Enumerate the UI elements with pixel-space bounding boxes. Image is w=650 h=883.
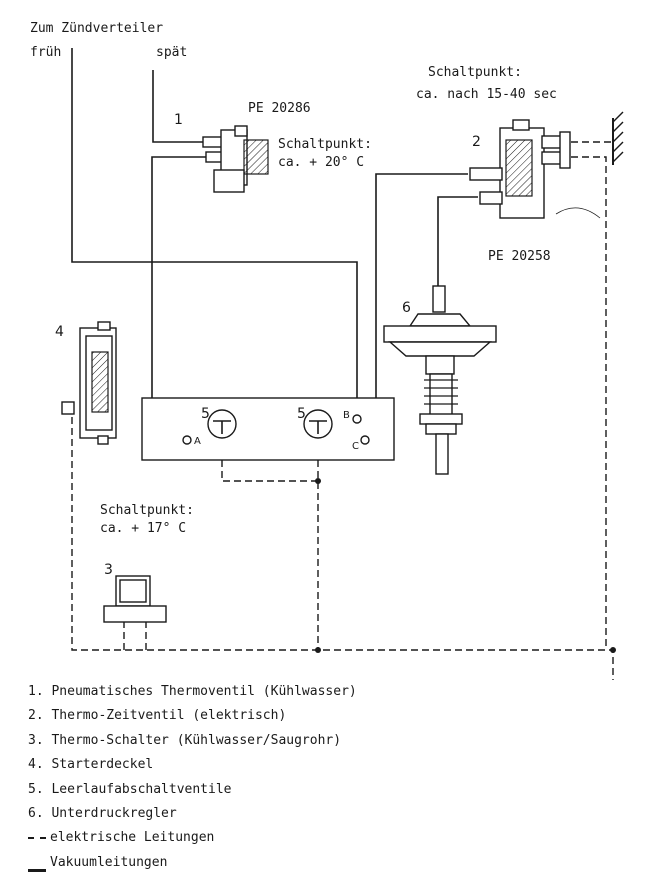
header-early: früh [30,45,61,60]
legend-item: 3. Thermo-Schalter (Kühlwasser/Saugrohr) [28,732,342,748]
legend-vacuum-label: Vakuumleitungen [50,854,168,870]
legend-electric-label: elektrische Leitungen [50,830,215,846]
junction-dot [610,647,616,653]
terminal-a [182,435,192,445]
switch-point-3-value: ca. + 17° C [100,521,186,536]
switch-point-1-title: Schaltpunkt: [278,137,372,152]
terminal-c [360,435,370,445]
part-number-4: 4 [55,324,64,340]
part-number-3: 3 [104,562,113,578]
pe-20258-label: PE 20258 [488,249,551,264]
legend-electric: elektrische Leitungen [28,826,357,850]
junction-dot [315,478,321,484]
part-number-2: 2 [472,134,481,150]
idle-cutoff-valve-5b [303,409,333,439]
solid-line-icon [28,869,46,873]
part-number-6: 6 [402,300,411,316]
terminal-a-label: A [194,436,201,447]
starter-cover-4 [79,321,117,445]
legend-item: 5. Leerlaufabschaltventile [28,781,232,797]
thermo-valve-1 [202,125,269,193]
vacuum-line-regulator [437,196,478,290]
idle-cutoff-valve-5a [207,409,237,439]
vacuum-line-early [71,48,358,413]
switch-point-2-title: Schaltpunkt: [428,65,522,80]
terminal-b [352,414,362,424]
thermo-time-valve-2 [469,119,601,219]
legend-item: 6. Unterdruckregler [28,806,177,822]
legend-vacuum: Vakuumleitungen [28,851,357,875]
part-number-1: 1 [174,112,183,128]
ground-icon [612,111,624,165]
terminal-b-label: B [343,410,350,421]
vacuum-line-late [152,70,205,143]
electric-line-switch3 [123,622,147,650]
legend-item: 1. Pneumatisches Thermoventil (Kühlwasse… [28,684,357,699]
part-number-5a: 5 [201,406,210,422]
junction-dot [315,647,321,653]
terminal-c-label: C [352,441,359,452]
legend-item: 4. Starterdeckel [28,757,154,773]
header-late: spät [156,45,187,60]
part-number-5b: 5 [297,406,306,422]
legend-item: 2. Thermo-Zeitventil (elektrisch) [28,708,287,724]
electric-line-main [71,406,614,680]
header-distributor: Zum Zündverteiler [30,21,163,36]
electric-terminal-4 [61,401,75,415]
switch-point-2-value: ca. nach 15-40 sec [416,87,557,102]
schematic-diagram: Zum Zündverteiler früh spät [30,21,624,680]
legend: 1. Pneumatisches Thermoventil (Kühlwasse… [28,680,357,875]
switch-point-3-title: Schaltpunkt: [100,503,194,518]
thermo-switch-3 [103,575,167,623]
switch-point-1-value: ca. + 20° C [278,155,364,170]
vacuum-regulator-6 [383,285,497,475]
control-box [141,397,395,461]
pe-20286-label: PE 20286 [248,101,311,116]
electric-line-valve2 [560,141,612,650]
dashed-line-icon [28,836,46,839]
